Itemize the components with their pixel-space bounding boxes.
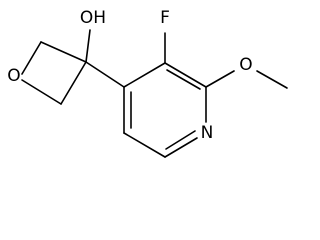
oxetane-oxygen-label: O: [7, 66, 20, 86]
pyridine-nitrogen-label: N: [201, 123, 214, 143]
oxetane-ring: [21, 41, 87, 105]
hydroxyl-label: OH: [80, 8, 106, 28]
bond-c3-ch2-bottom: [60, 61, 87, 105]
fluorine-label: F: [160, 8, 170, 28]
methoxy-oxygen-label: O: [239, 55, 252, 75]
bond-ch2-bottom-o: [21, 79, 62, 105]
bond-c2p-omethoxy: [205, 70, 235, 88]
bond-omethoxy-ch3: [256, 70, 288, 89]
bond-c3-oh: [85, 29, 91, 63]
bond-c6-c5: [123, 132, 166, 158]
bond-c3p-c2p-double: [166, 69, 201, 90]
bond-ch2-top-c3: [40, 41, 87, 63]
bond-c4-c3p: [123, 62, 166, 88]
bond-n-c6-double: [165, 130, 196, 150]
bond-c3-pyridine: [85, 61, 125, 88]
bond-o-ch2-top: [21, 41, 42, 75]
pyridine-ring: [123, 62, 207, 158]
bond-c3p-c2p: [164, 62, 207, 88]
structure-diagram: O OH F O N: [7, 8, 288, 158]
bond-n-c6: [164, 137, 198, 158]
